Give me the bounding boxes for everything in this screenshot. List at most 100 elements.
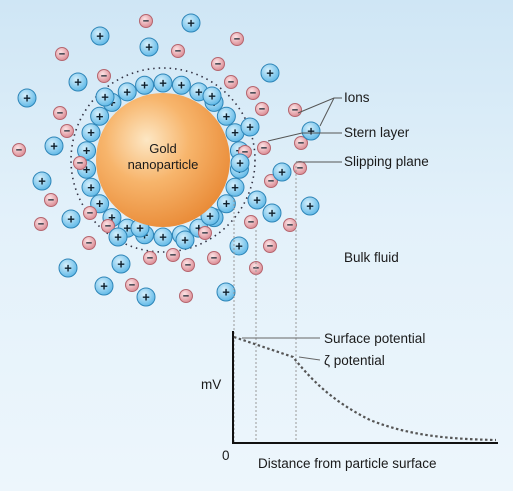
plus-sign: + xyxy=(96,29,104,44)
negative-ion: − xyxy=(83,206,97,220)
ions-group: ++++++++++++++++++++++++++−−−−−−−−−−−−−−… xyxy=(12,13,321,307)
minus-sign: − xyxy=(267,241,273,253)
plus-sign: + xyxy=(278,165,286,180)
leader-lines xyxy=(267,97,342,163)
positive-ion: + xyxy=(81,123,101,143)
plus-sign: + xyxy=(74,75,82,90)
plus-sign: + xyxy=(141,78,149,93)
guide-lines xyxy=(233,162,297,443)
bulk-fluid-label: Bulk fluid xyxy=(344,250,399,265)
surface-potential-label: Surface potential xyxy=(324,331,425,346)
negative-ion: − xyxy=(125,278,139,292)
negative-ion: − xyxy=(101,219,115,233)
minus-sign: − xyxy=(183,291,189,303)
negative-ion: − xyxy=(288,103,302,117)
negative-ion: − xyxy=(211,57,225,71)
graph-y-label: mV xyxy=(201,377,221,392)
minus-sign: − xyxy=(105,221,111,233)
negative-ion: − xyxy=(293,161,307,175)
minus-sign: − xyxy=(261,143,267,155)
positive-ion: + xyxy=(216,194,236,214)
plus-sign: + xyxy=(266,66,274,81)
minus-sign: − xyxy=(259,104,265,116)
plus-sign: + xyxy=(23,91,31,106)
plus-sign: + xyxy=(222,285,230,300)
positive-ion: + xyxy=(95,87,115,107)
positive-ion: + xyxy=(94,276,114,296)
graph-origin-label: 0 xyxy=(222,448,230,463)
plus-sign: + xyxy=(101,90,109,105)
plus-sign: + xyxy=(206,209,214,224)
plus-sign: + xyxy=(50,139,58,154)
minus-sign: − xyxy=(170,250,176,262)
positive-ion: + xyxy=(108,227,128,247)
negative-ion: − xyxy=(179,289,193,303)
plus-sign: + xyxy=(159,230,167,245)
positive-ion: + xyxy=(229,236,249,256)
negative-ion: − xyxy=(73,156,87,170)
minus-sign: − xyxy=(147,253,153,265)
minus-sign: − xyxy=(215,59,221,71)
positive-ion: + xyxy=(300,196,320,216)
particle-label-line1: Gold xyxy=(149,141,176,156)
plus-sign: + xyxy=(123,221,131,236)
negative-ion: − xyxy=(55,47,69,61)
minus-sign: − xyxy=(16,145,22,157)
plus-sign: + xyxy=(108,210,116,225)
positive-ion: + xyxy=(230,153,250,173)
minus-sign: − xyxy=(64,126,70,138)
plus-sign: + xyxy=(181,233,189,248)
stern-layer-label: Stern layer xyxy=(344,125,410,140)
plus-sign: + xyxy=(64,261,72,276)
plus-sign: + xyxy=(87,180,95,195)
positive-ion: + xyxy=(90,106,110,126)
negative-ion: − xyxy=(60,124,74,138)
plus-sign: + xyxy=(96,109,104,124)
minus-sign: − xyxy=(234,34,240,46)
negative-ion: − xyxy=(257,141,271,155)
plus-sign: + xyxy=(208,89,216,104)
minus-sign: − xyxy=(287,220,293,232)
negative-ion: − xyxy=(246,86,260,100)
negative-ion: − xyxy=(224,75,238,89)
minus-sign: − xyxy=(298,138,304,150)
positive-ion: + xyxy=(153,227,173,247)
plus-sign: + xyxy=(178,78,186,93)
negative-ion: − xyxy=(139,14,153,28)
minus-sign: − xyxy=(202,228,208,240)
minus-sign: − xyxy=(211,253,217,265)
positive-ion: + xyxy=(262,203,282,223)
positive-ion: + xyxy=(202,86,222,106)
positive-ion: + xyxy=(216,106,236,126)
positive-ion: + xyxy=(175,230,195,250)
negative-ion: − xyxy=(244,215,258,229)
positive-ion: + xyxy=(247,190,267,210)
zeta-potential-leader xyxy=(298,356,321,361)
plus-sign: + xyxy=(117,257,125,272)
plus-sign: + xyxy=(231,125,239,140)
plus-sign: + xyxy=(114,230,122,245)
positive-ion: + xyxy=(136,287,156,307)
positive-ion: + xyxy=(44,136,64,156)
minus-sign: − xyxy=(87,208,93,220)
negative-ion: − xyxy=(207,251,221,265)
positive-ion: + xyxy=(272,162,292,182)
negative-ion: − xyxy=(44,193,58,207)
positive-ion: + xyxy=(301,121,321,141)
positive-ion: + xyxy=(68,72,88,92)
zeta-potential-label: ζ potential xyxy=(324,353,385,368)
negative-ion: − xyxy=(171,44,185,58)
minus-sign: − xyxy=(86,238,92,250)
plus-sign: + xyxy=(223,109,231,124)
negative-ion: − xyxy=(263,239,277,253)
plus-sign: + xyxy=(195,221,203,236)
positive-ion: + xyxy=(171,75,191,95)
negative-ion: − xyxy=(12,143,26,157)
minus-sign: − xyxy=(292,105,298,117)
plus-sign: + xyxy=(159,76,167,91)
plus-sign: + xyxy=(67,212,75,227)
minus-sign: − xyxy=(59,49,65,61)
minus-sign: − xyxy=(253,263,259,275)
